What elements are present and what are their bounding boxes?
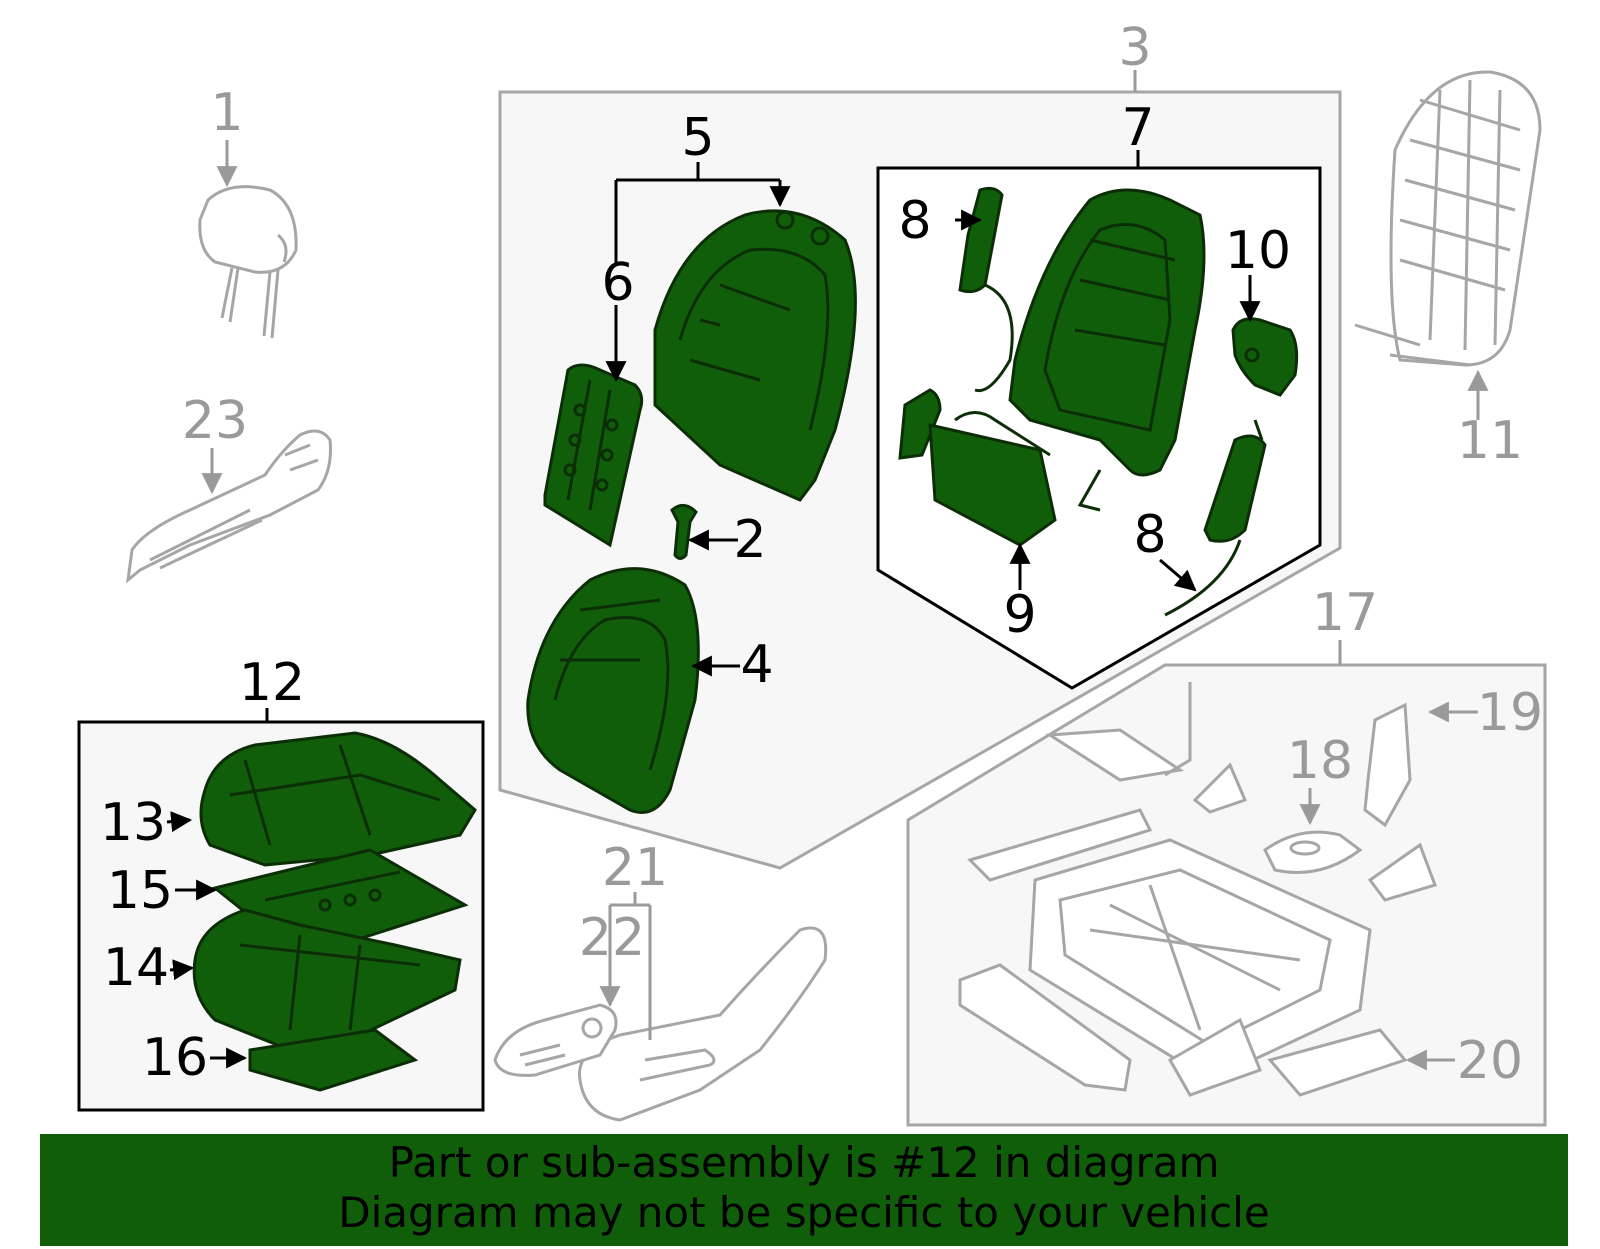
callout-18: 18 <box>1287 731 1353 791</box>
callout-8-lower: 8 <box>1133 505 1166 565</box>
callout-20: 20 <box>1457 1031 1523 1091</box>
side-airbag-part-lower <box>1164 419 1267 617</box>
callout-6: 6 <box>601 253 634 313</box>
callout-8-upper: 8 <box>898 191 931 251</box>
side-cover-part <box>126 429 332 584</box>
side-airbag-part-upper <box>958 186 1014 393</box>
seat-switch-part <box>493 1003 618 1077</box>
backrest-side-panel-part <box>543 363 644 548</box>
cushion-pad-part <box>192 908 462 1052</box>
headrest-guide-part <box>670 504 698 560</box>
footer-line-1: Part or sub-assembly is #12 in diagram <box>388 1138 1220 1187</box>
footer-band <box>40 1134 1568 1246</box>
callout-7: 7 <box>1121 98 1154 158</box>
backrest-frame-highlight-part <box>1008 188 1206 512</box>
callout-22: 22 <box>579 908 645 968</box>
seat-track-part <box>958 682 1437 1097</box>
footer-line-2: Diagram may not be specific to your vehi… <box>338 1188 1270 1237</box>
backrest-cover-part <box>653 209 857 502</box>
side-trim-part <box>578 926 828 1122</box>
callout-4: 4 <box>740 635 773 695</box>
callout-5: 5 <box>681 108 714 168</box>
callout-3: 3 <box>1118 18 1151 78</box>
callout-17: 17 <box>1312 583 1378 643</box>
callout-21: 21 <box>602 838 668 898</box>
callout-9: 9 <box>1003 585 1036 645</box>
callout-19: 19 <box>1477 683 1543 743</box>
callout-14: 14 <box>103 938 169 998</box>
backrest-pad-part <box>526 567 700 814</box>
callout-23: 23 <box>182 391 248 451</box>
backrest-frame-part <box>1354 70 1542 367</box>
lumbar-module-part <box>898 388 1057 547</box>
cushion-under-pad-part <box>248 1028 419 1092</box>
callout-10: 10 <box>1225 221 1291 281</box>
callout-16: 16 <box>142 1028 208 1088</box>
callout-13: 13 <box>100 793 166 853</box>
callout-1: 1 <box>210 83 243 143</box>
footer-caption: Part or sub-assembly is #12 in diagram D… <box>40 1134 1568 1246</box>
headrest-part <box>198 185 298 339</box>
callout-12: 12 <box>239 653 305 713</box>
leader-lines <box>166 70 1489 1071</box>
callout-15: 15 <box>107 861 173 921</box>
cushion-cover-part <box>199 731 477 867</box>
callout-11: 11 <box>1457 411 1523 471</box>
callout-2: 2 <box>733 510 766 570</box>
